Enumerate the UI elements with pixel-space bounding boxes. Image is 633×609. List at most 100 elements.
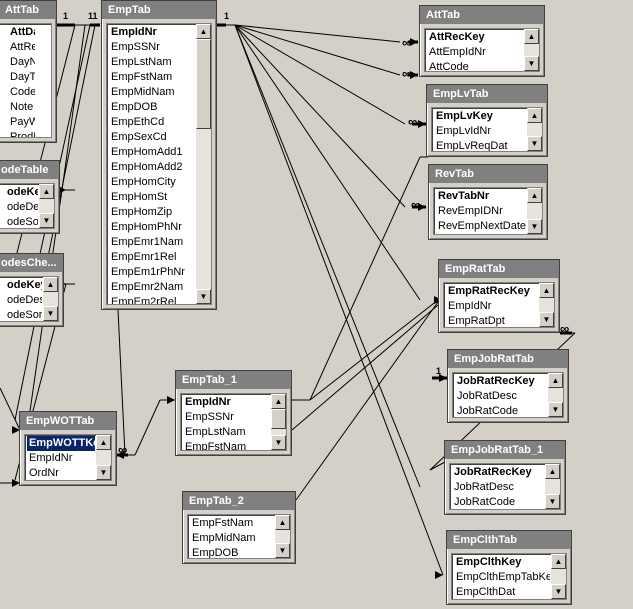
scroll-up-icon[interactable]: ▲ [548,373,563,388]
field-item[interactable]: odeSort [7,309,42,321]
field-item[interactable]: EmpIdNr [448,300,492,312]
scroll-up-icon[interactable]: ▲ [527,108,542,123]
field-item[interactable]: AttDate [10,26,35,38]
table-title[interactable]: RevTab [429,165,547,183]
scroll-up-icon[interactable]: ▲ [539,283,554,298]
field-item[interactable]: EmpMidNam [192,532,256,544]
field-item[interactable]: PayWk [10,116,35,128]
field-item[interactable]: EmpHomAdd1 [111,146,183,158]
field-item[interactable]: EmpClthEmpTabKey [456,571,550,583]
scroll-down-icon[interactable]: ▼ [527,219,542,234]
field-item[interactable]: EmpEthCd [111,116,165,128]
field-item[interactable]: EmpIdNr [185,396,231,408]
table-title[interactable]: EmpTab [102,1,216,19]
scroll-thumb[interactable] [196,39,211,129]
field-item[interactable]: EmpWOTTKey [27,436,95,451]
field-list[interactable]: AttDateAttRecNrDayNrDayTxtCodeNotePayWkP… [0,23,52,138]
vertical-scrollbar[interactable]: ▲ ▼ [43,277,58,321]
field-item[interactable]: Code [10,86,35,98]
field-item[interactable]: EmpFstNam [185,441,247,450]
table-title[interactable]: EmpWOTTab [20,412,116,430]
scroll-up-icon[interactable]: ▲ [551,554,566,569]
table-title[interactable]: EmpRatTab [439,260,559,278]
field-item[interactable]: odeDesc [7,294,42,306]
vertical-scrollbar[interactable]: ▲ ▼ [527,188,542,234]
scroll-thumb[interactable] [271,409,286,429]
field-item[interactable]: AttRecNr [10,41,35,53]
field-item[interactable]: EmpRatDpt [448,315,505,327]
scroll-down-icon[interactable]: ▼ [271,435,286,450]
field-item[interactable]: odeKey [7,279,42,291]
field-list[interactable]: odeKeyodeDescodeSort ▲ ▼ [0,183,55,229]
scroll-up-icon[interactable]: ▲ [271,394,286,409]
field-item[interactable]: EmpClthKey [456,556,522,568]
scroll-up-icon[interactable]: ▲ [196,24,211,39]
scroll-down-icon[interactable]: ▼ [96,465,111,480]
table-title[interactable]: EmpTab_1 [176,371,291,389]
field-item[interactable]: EmpIdNr [29,452,73,464]
vertical-scrollbar[interactable]: ▲ ▼ [539,283,554,327]
scroll-down-icon[interactable]: ▼ [43,306,58,321]
vertical-scrollbar[interactable]: ▲ ▼ [524,29,539,71]
field-item[interactable]: EmpSSNr [111,41,160,53]
field-item[interactable]: EmpIdNr [111,26,157,38]
table-title[interactable]: odesChe... [0,254,63,272]
field-item[interactable]: AttEmpIdNr [429,46,486,58]
field-item[interactable]: Note [10,101,34,113]
field-item[interactable]: EmpEmr1Rel [111,251,177,263]
scroll-up-icon[interactable]: ▲ [39,184,54,199]
table-title[interactable]: EmpLvTab [427,85,547,103]
field-item[interactable]: EmpMidNam [111,86,175,98]
table-window-atttab-left[interactable]: AttTab AttDateAttRecNrDayNrDayTxtCodeNot… [0,0,57,143]
field-item[interactable]: EmpDOB [192,547,239,558]
field-item[interactable]: EmpClthDat [456,586,516,598]
vertical-scrollbar[interactable]: ▲ ▼ [548,373,563,417]
table-title[interactable]: EmpClthTab [447,531,571,549]
scroll-down-icon[interactable]: ▼ [196,289,211,304]
field-item[interactable]: EmpEmr1Nam [111,236,184,248]
field-list[interactable]: EmpWOTTKeyEmpIdNrOrdNr ▲ ▼ [24,434,112,481]
scroll-down-icon[interactable]: ▼ [524,56,539,71]
field-item[interactable]: EmpHomAdd2 [111,161,183,173]
table-title[interactable]: EmpJobRatTab [448,350,568,368]
field-item[interactable]: EmpSSNr [185,411,234,423]
field-item[interactable]: EmpRatRecKey [448,285,530,297]
scroll-up-icon[interactable]: ▲ [545,464,560,479]
field-item[interactable]: odeDesc [7,201,38,213]
field-item[interactable]: EmpLvKey [436,110,493,122]
field-item[interactable]: EmpHomZip [111,206,173,218]
scroll-down-icon[interactable]: ▼ [551,584,566,599]
field-item[interactable]: AttCode [429,61,469,71]
field-item[interactable]: EmpFstNam [111,71,173,83]
field-item[interactable]: AttRecKey [429,31,485,43]
field-item[interactable]: DayNr [10,56,35,68]
vertical-scrollbar[interactable]: ▲ ▼ [271,394,286,450]
field-item[interactable]: EmpEmr2Nam [111,281,184,293]
field-item[interactable]: EmpEm2rRel [111,296,177,304]
table-window-codetable[interactable]: odeTable odeKeyodeDescodeSort ▲ ▼ [0,160,60,234]
scroll-up-icon[interactable]: ▲ [524,29,539,44]
field-item[interactable]: JobRatDesc [457,390,517,402]
field-item[interactable]: EmpHomCity [111,176,176,188]
field-item[interactable]: RevEmpIDNr [438,205,503,217]
field-item[interactable]: EmpSexCd [111,131,167,143]
field-item[interactable]: EmpDOB [111,101,158,113]
field-item[interactable]: JobRatCode [457,405,519,417]
vertical-scrollbar[interactable]: ▲ ▼ [527,108,542,151]
scroll-up-icon[interactable]: ▲ [527,188,542,203]
field-item[interactable]: odeSort [7,216,38,228]
field-item[interactable]: JobRatRecKey [457,375,535,387]
field-item[interactable]: EmpLstNam [111,56,172,68]
scroll-down-icon[interactable]: ▼ [548,402,563,417]
